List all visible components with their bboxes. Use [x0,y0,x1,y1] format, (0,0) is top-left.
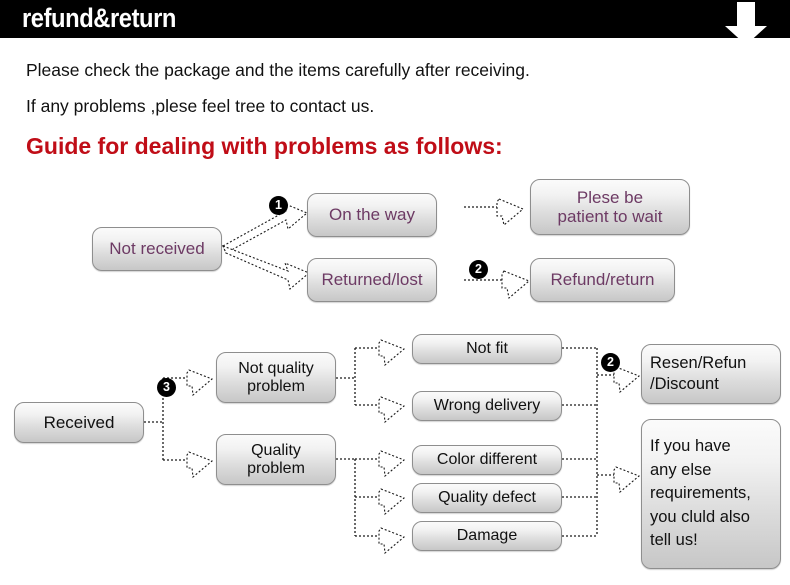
arrow-down-icon [725,2,767,45]
intro-line-1: Please check the package and the items c… [26,60,530,80]
box-color-different[interactable]: Color different [412,445,562,475]
badge-2-bottom: 2 [601,353,620,372]
box-received[interactable]: Received [14,402,144,443]
box-not-fit[interactable]: Not fit [412,334,562,364]
badge-2-top: 2 [469,260,488,279]
box-additional-requirements-note[interactable]: If you have any else requirements, you c… [641,419,781,569]
box-quality-defect[interactable]: Quality defect [412,483,562,513]
page-title: refund&return [22,3,176,33]
badge-3: 3 [157,378,176,397]
box-refund-return[interactable]: Refund/return [530,258,675,302]
intro-line-2: If any problems ,plese feel tree to cont… [26,96,375,116]
guide-heading: Guide for dealing with problems as follo… [26,133,503,159]
box-not-received[interactable]: Not received [92,227,222,271]
box-plese-be-patient[interactable]: Plese be patient to wait [530,179,690,235]
box-resen-refund-discount[interactable]: Resen/Refun /Discount [641,344,781,404]
header-bar [0,0,790,38]
box-on-the-way[interactable]: On the way [307,193,437,237]
box-damage[interactable]: Damage [412,521,562,551]
box-quality-problem[interactable]: Quality problem [216,434,336,485]
box-wrong-delivery[interactable]: Wrong delivery [412,391,562,421]
badge-1: 1 [269,196,288,215]
box-returned-lost[interactable]: Returned/lost [307,258,437,302]
box-not-quality-problem[interactable]: Not quality problem [216,352,336,403]
